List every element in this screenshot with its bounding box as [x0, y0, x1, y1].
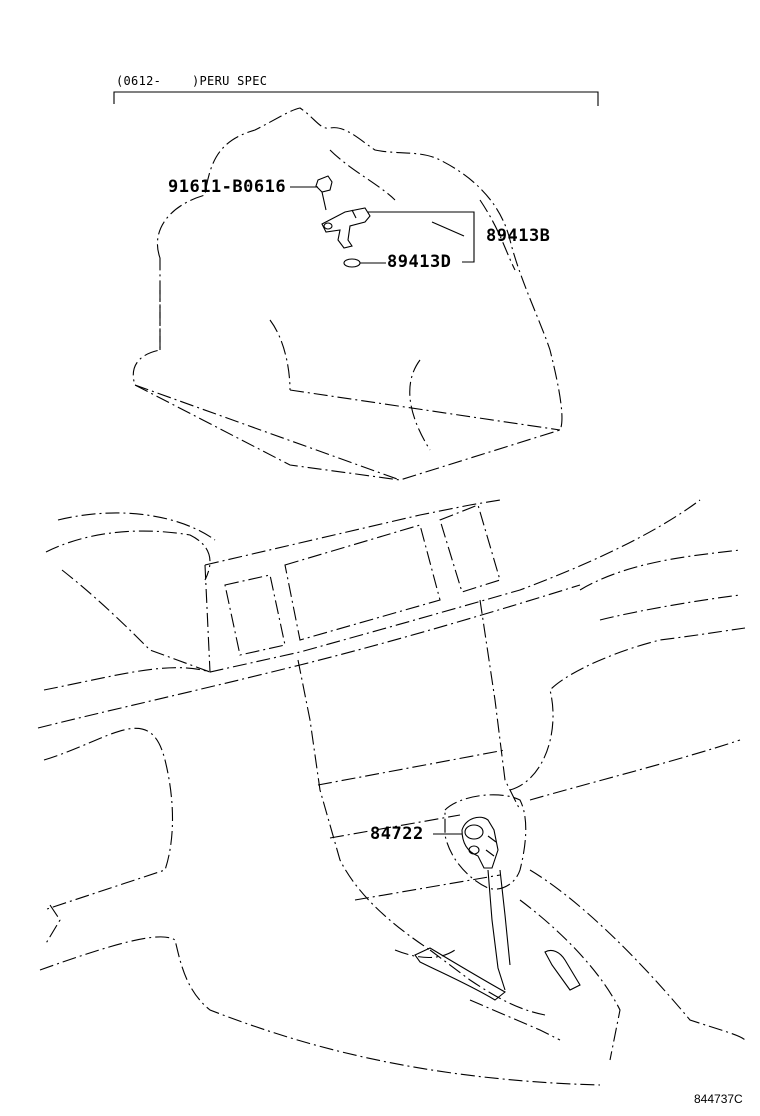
part-label-shift-knob[interactable]: 84722	[370, 824, 424, 844]
shift-knob-drawing	[414, 794, 581, 1001]
dashboard-outline	[37, 499, 746, 1086]
bolt-drawing	[290, 175, 333, 211]
spec-code: (0612-	[116, 74, 162, 88]
spec-bracket	[113, 91, 599, 106]
transmission-outline	[132, 107, 563, 481]
part-label-bolt[interactable]: 91611-B0616	[168, 177, 287, 197]
part-label-gasket[interactable]: 89413D	[387, 252, 452, 272]
gasket-drawing	[343, 258, 386, 268]
figure-number: 844737C	[694, 1092, 743, 1106]
part-label-sensor[interactable]: 89413B	[486, 226, 551, 246]
sensor-drawing	[321, 207, 475, 263]
spec-region: )PERU SPEC	[192, 74, 268, 88]
